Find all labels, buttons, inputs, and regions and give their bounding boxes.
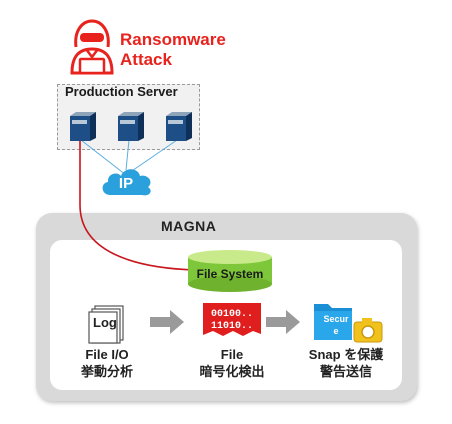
binary-icon-text: 00100.. 11010..: [205, 309, 259, 333]
server-icon: [166, 112, 192, 141]
arrow-right-icon: [150, 310, 184, 334]
attack-title-line1: Ransomware: [120, 30, 226, 49]
server-icon: [118, 112, 144, 141]
cloud-network-icon: [102, 169, 151, 196]
step-caption-snapshot: Snap を保護 警告送信: [292, 346, 400, 380]
step-caption-io: File I/O 挙動分析: [66, 346, 148, 380]
binary-line1: 00100..: [210, 309, 253, 320]
step-caption-line2: 挙動分析: [80, 364, 133, 379]
production-server-title: Production Server: [65, 84, 178, 99]
secure-line1: Secur: [323, 314, 349, 324]
log-icon-text: Log: [93, 315, 117, 330]
step-caption-line1: File: [220, 347, 244, 362]
step-caption-line2: 警告送信: [319, 364, 372, 379]
database-cylinder-icon: [188, 250, 272, 292]
attack-title-line2: Attack: [120, 50, 172, 69]
log-document-icon: [88, 305, 124, 344]
secure-icon-text: Secur e: [319, 313, 353, 337]
step-caption-encryption: File 暗号化検出: [188, 346, 276, 380]
file-system-label: File System: [196, 267, 264, 281]
hacker-icon: [70, 19, 114, 75]
binary-line2: 11010..: [210, 321, 253, 332]
magna-title: MAGNA: [161, 218, 217, 234]
arrow-right-icon: [266, 310, 300, 334]
network-label: IP: [118, 175, 134, 192]
secure-folder-camera-icon: [314, 304, 383, 343]
server-icon: [70, 112, 96, 141]
step-caption-line1: Snap を保護: [308, 347, 384, 362]
step-caption-line1: File I/O: [85, 347, 129, 362]
attack-path-line: [79, 140, 197, 271]
secure-line2: e: [333, 326, 339, 336]
binary-data-icon: [203, 303, 261, 336]
step-caption-line2: 暗号化検出: [199, 364, 265, 379]
attack-title: Ransomware Attack: [120, 30, 226, 70]
